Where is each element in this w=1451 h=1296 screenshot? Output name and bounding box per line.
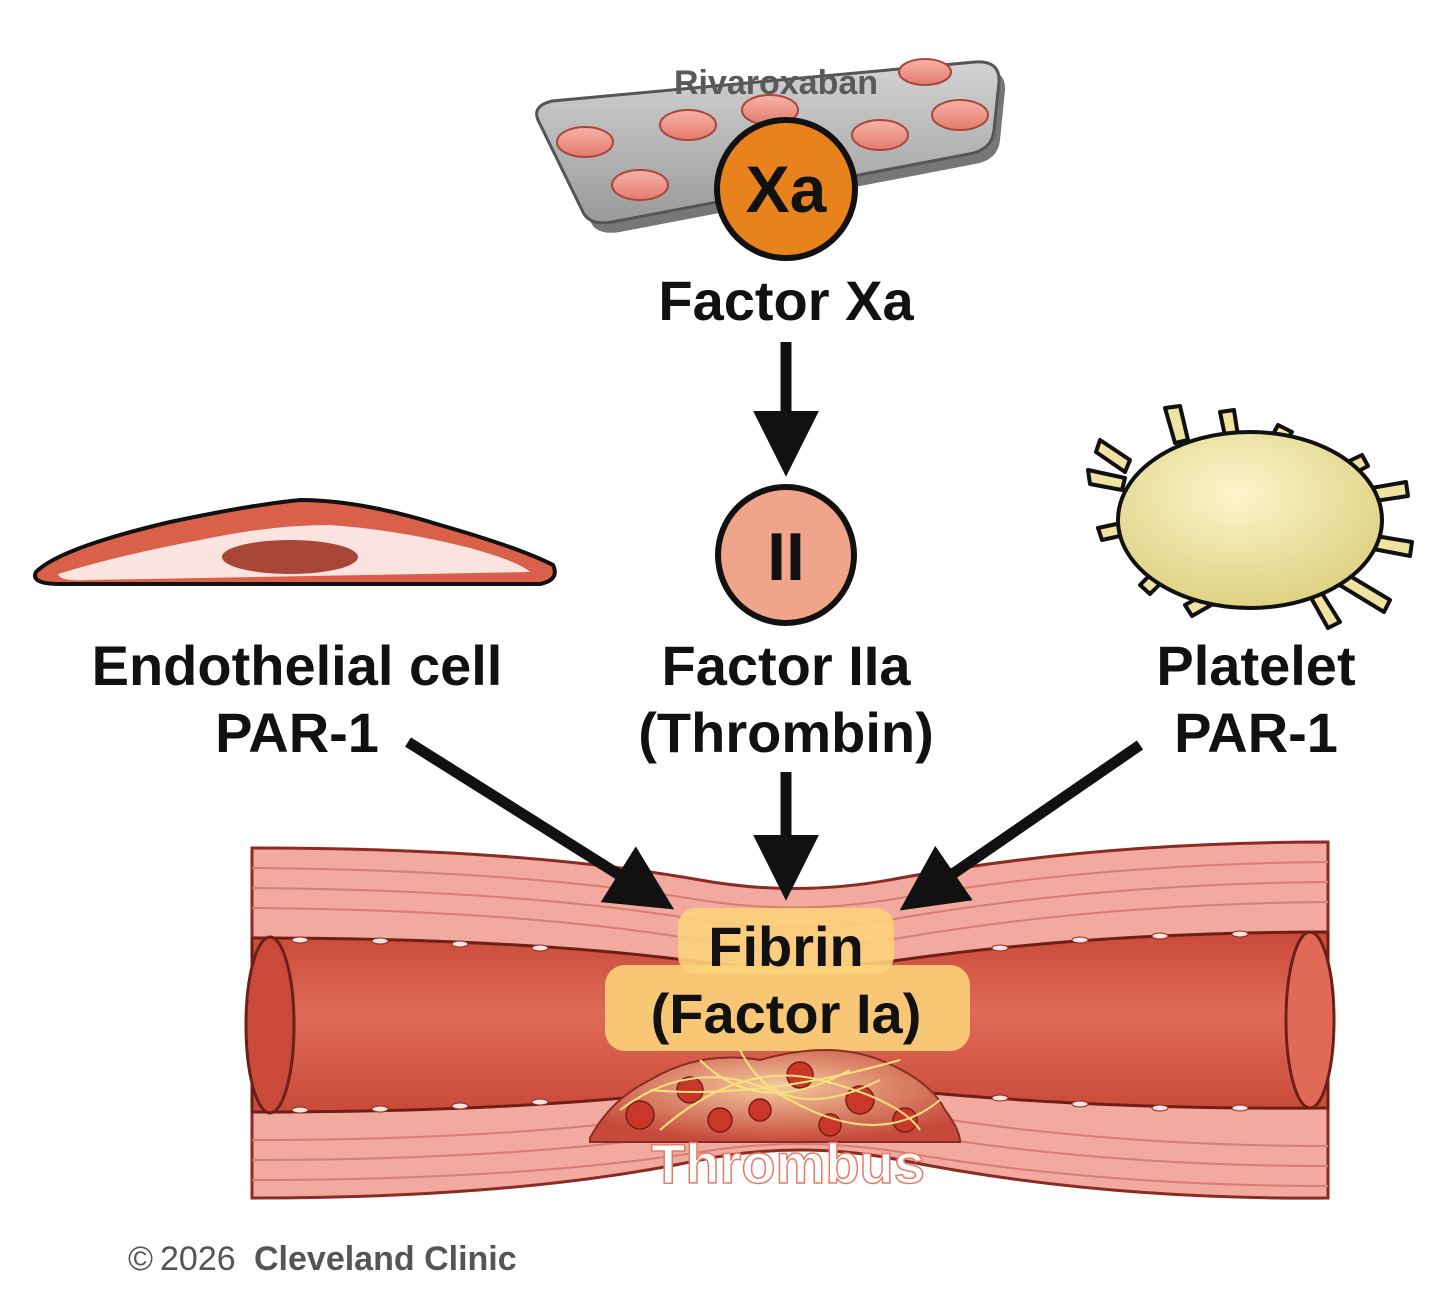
platelet-illustration	[1086, 404, 1414, 630]
endothelial-cell-illustration	[33, 497, 557, 586]
fibrin-highlight	[605, 908, 970, 1051]
endothelial-label-line1: Endothelial cell	[92, 634, 503, 697]
factor-ii-badge: II	[715, 484, 857, 626]
platelet-label-line1: Platelet	[1156, 634, 1355, 697]
cell-nucleus	[222, 540, 358, 574]
arrow-endothelial-to-fibrin	[405, 737, 675, 910]
thrombus-label: Thrombus	[651, 1132, 925, 1195]
factor-xa-badge: Xa	[714, 117, 858, 261]
copyright-symbol: ©	[128, 1240, 153, 1278]
drug-name: Rivaroxaban	[674, 64, 878, 102]
factor-iia-label-line2: (Thrombin)	[638, 701, 933, 764]
copyright-org: Cleveland Clinic	[254, 1240, 517, 1278]
copyright-notice: © 2026 Cleveland Clinic	[128, 1240, 517, 1278]
copyright-year: 2026	[160, 1240, 236, 1278]
thrombus-illustration	[589, 1049, 962, 1143]
factor-iia-label-line1: Factor IIa	[662, 634, 912, 697]
fibrin-label-line1: Fibrin	[708, 915, 864, 978]
factor-xa-label: Factor Xa	[658, 269, 914, 332]
platelet-label-line2: PAR-1	[1174, 701, 1338, 764]
endothelial-label-line2: PAR-1	[215, 701, 379, 764]
arrow-platelet-to-fibrin	[899, 740, 1144, 911]
fibrin-label-line2: (Factor Ia)	[651, 982, 922, 1045]
factor-ii-badge-text: II	[767, 519, 805, 595]
factor-xa-badge-text: Xa	[746, 152, 828, 226]
